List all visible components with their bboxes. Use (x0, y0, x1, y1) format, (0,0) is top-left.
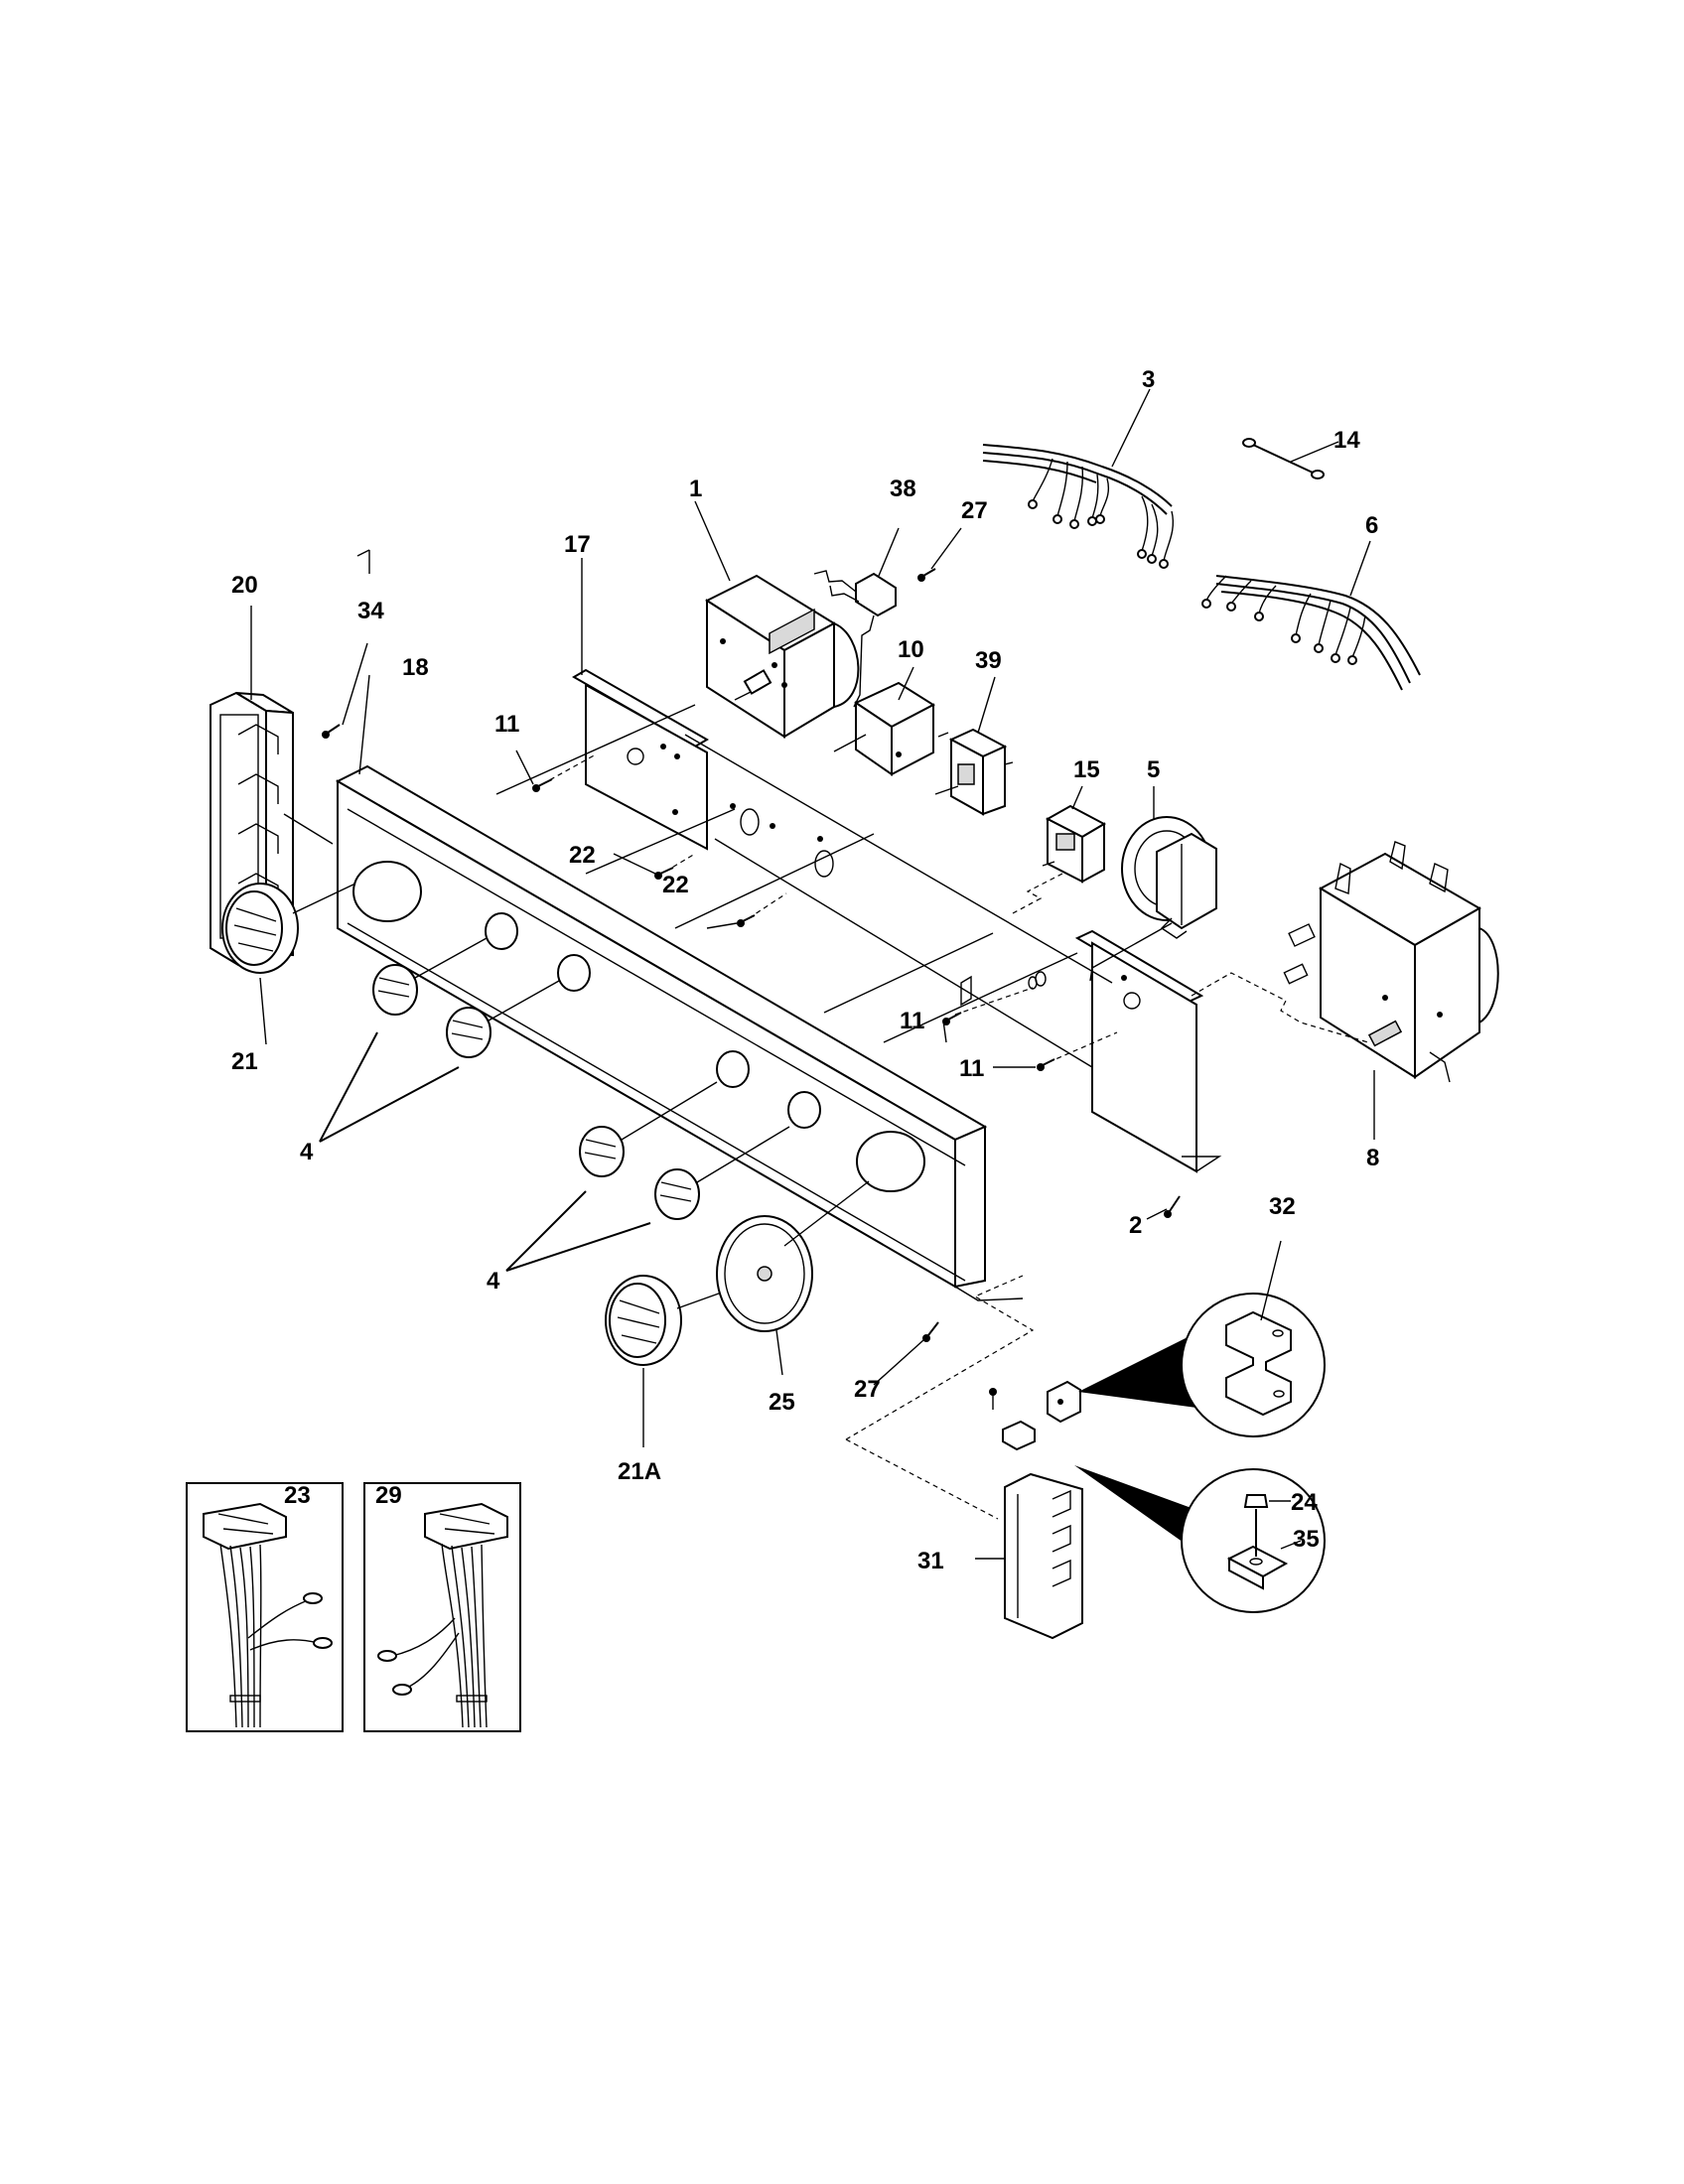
label-2: 2 (1129, 1212, 1142, 1239)
leader-lines (250, 388, 1375, 1560)
label-6: 6 (1365, 512, 1378, 539)
inset-23 (186, 1482, 344, 1732)
timer (704, 574, 860, 739)
label-27-a: 27 (961, 497, 988, 524)
label-3: 3 (1142, 366, 1155, 393)
label-18: 18 (402, 654, 429, 681)
label-34: 34 (357, 598, 384, 624)
switch-15 (1012, 804, 1107, 914)
knob-21a (605, 1275, 756, 1366)
label-32: 32 (1269, 1193, 1296, 1220)
knob-4-b (446, 980, 560, 1058)
right-bracket (1074, 929, 1222, 1173)
label-25: 25 (769, 1389, 795, 1416)
label-8: 8 (1366, 1145, 1379, 1171)
bracket-31 (1002, 1380, 1083, 1640)
dial-skirt-25 (716, 1180, 870, 1332)
jumper-wire-14 (1242, 438, 1325, 479)
pressure-switch (1089, 816, 1217, 982)
knob-4-c (579, 1081, 718, 1177)
switch-38 (813, 570, 897, 708)
wire-harness-6 (1201, 575, 1421, 691)
label-21: 21 (231, 1048, 258, 1075)
label-11-b: 11 (900, 1008, 924, 1034)
label-21a: 21A (618, 1458, 661, 1485)
label-39: 39 (975, 647, 1002, 674)
label-15: 15 (1073, 756, 1100, 783)
label-23: 23 (284, 1482, 311, 1509)
wire-harness-3 (982, 444, 1174, 569)
switch-39 (934, 728, 1014, 816)
label-22-b: 22 (662, 872, 689, 898)
label-17: 17 (564, 531, 591, 558)
rear-rail (495, 704, 1113, 1068)
inset-29 (363, 1482, 521, 1732)
label-20: 20 (231, 572, 258, 599)
label-11-c: 11 (959, 1055, 984, 1082)
label-14: 14 (1333, 427, 1360, 454)
switch-10 (833, 681, 949, 776)
label-29: 29 (375, 1482, 402, 1509)
label-24: 24 (1291, 1489, 1318, 1516)
label-38: 38 (890, 476, 916, 502)
label-27-b: 27 (854, 1376, 881, 1403)
detail-32 (1078, 1293, 1326, 1437)
module-8 (1283, 841, 1499, 1083)
knob-4-a (372, 937, 488, 1016)
label-22-a: 22 (569, 842, 596, 869)
label-31: 31 (917, 1548, 944, 1574)
knob-4-d (654, 1126, 790, 1220)
control-panel (335, 764, 1024, 1301)
label-10: 10 (898, 636, 924, 663)
label-4-b: 4 (487, 1268, 500, 1295)
label-35: 35 (1293, 1526, 1320, 1553)
label-11-a: 11 (494, 711, 519, 738)
label-4-a: 4 (300, 1139, 314, 1165)
detail-24-35 (1074, 1465, 1326, 1613)
label-5: 5 (1147, 756, 1160, 783)
knob-21 (221, 883, 356, 974)
left-bracket (572, 668, 709, 851)
label-1: 1 (689, 476, 702, 502)
part-labels: 1 17 20 34 18 11 22 22 11 11 38 27 10 39… (231, 366, 1379, 1574)
